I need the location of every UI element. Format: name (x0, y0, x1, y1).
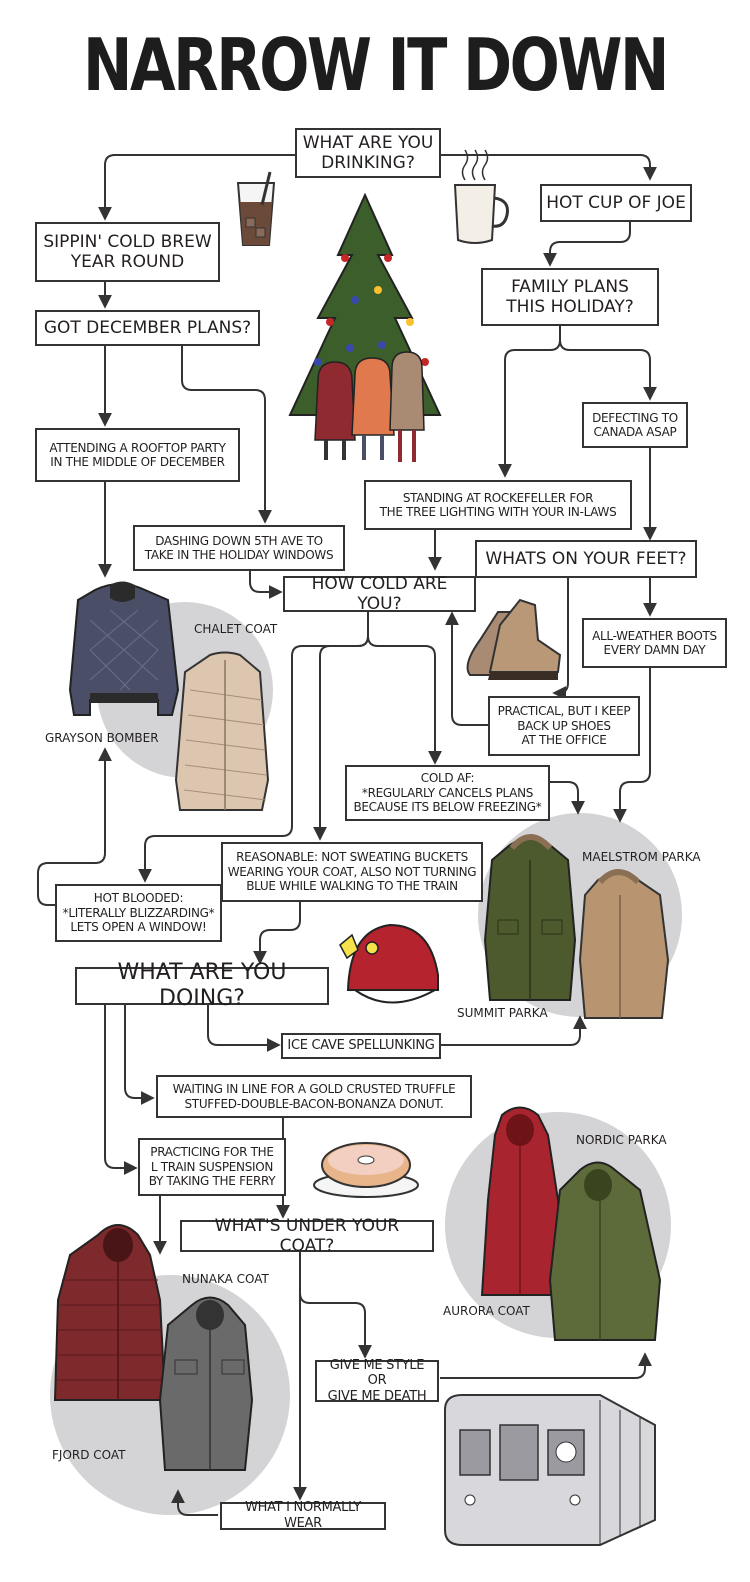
arrow-december-fifth (181, 346, 272, 524)
grayson-bomber-illustration (68, 581, 180, 716)
node-got-december-plans: GOT DECEMBER PLANS? (35, 310, 260, 346)
arrow-drinking-hotjoe (440, 154, 657, 181)
node-sippin-cold-brew: SIPPIN' COLD BREW YEAR ROUND (35, 222, 220, 282)
node-hot-blooded: HOT BLOODED: *LITERALLY BLIZZARDING* LET… (55, 884, 222, 942)
arrow-feet-practical (552, 578, 569, 700)
arrow-howcold-hotblooded (138, 612, 369, 883)
subway-train-icon (444, 1394, 656, 1546)
arrow-howcold-coldaf (367, 612, 442, 765)
coat-label-summit: SUMMIT PARKA (457, 1006, 548, 1020)
node-what-are-you-drinking: WHAT ARE YOU DRINKING? (295, 128, 441, 178)
node-label: WHATS ON YOUR FEET? (485, 548, 687, 569)
arrow-style-aurora (440, 1352, 652, 1379)
node-label: WAITING IN LINE FOR A GOLD CRUSTED TRUFF… (172, 1082, 456, 1111)
arrow-drinking-coldbrew (98, 154, 295, 221)
coat-label-grayson: GRAYSON BOMBER (45, 731, 159, 745)
christmas-tree-icon (288, 192, 442, 462)
page-title: NARROW IT DOWN (83, 23, 669, 107)
summit-parka-illustration (578, 869, 670, 1019)
arrow-doing-ferry (104, 1005, 138, 1175)
node-label: ATTENDING A ROOFTOP PARTY IN THE MIDDLE … (49, 440, 226, 469)
node-rockefeller: STANDING AT ROCKEFELLER FOR THE TREE LIG… (364, 480, 632, 530)
arrow-family-rockefeller (498, 326, 561, 478)
node-reasonable: REASONABLE: NOT SWEATING BUCKETS WEARING… (221, 842, 483, 902)
arrow-boots-maelstrom (613, 668, 651, 823)
node-rooftop-party: ATTENDING A ROOFTOP PARTY IN THE MIDDLE … (35, 428, 240, 482)
arrow-icecave-summit (440, 1015, 587, 1046)
coat-label-nordic: NORDIC PARKA (576, 1133, 667, 1147)
arrow-fifth-howcold (249, 570, 283, 599)
coat-label-maelstrom: MAELSTROM PARKA (582, 850, 701, 864)
arrow-family-canada (559, 326, 657, 401)
node-label: WHAT ARE YOU DRINKING? (302, 132, 434, 173)
node-ice-cave: ICE CAVE SPELLUNKING (281, 1033, 441, 1059)
node-label: ICE CAVE SPELLUNKING (287, 1038, 435, 1054)
node-family-plans: FAMILY PLANS THIS HOLIDAY? (481, 268, 659, 326)
node-label: HOW COLD ARE YOU? (311, 573, 448, 614)
chalet-coat-illustration (174, 651, 270, 811)
node-label: STANDING AT ROCKEFELLER FOR THE TREE LIG… (379, 490, 617, 519)
arrow-normal-fjord (171, 1489, 218, 1516)
node-label: GIVE ME STYLE OR GIVE ME DEATH (327, 1357, 427, 1404)
node-defecting-canada: DEFECTING TO CANADA ASAP (582, 402, 688, 448)
arrow-hotblooded-bomber (37, 747, 112, 906)
arrow-undercoat-style (299, 1252, 372, 1359)
node-label: REASONABLE: NOT SWEATING BUCKETS WEARING… (227, 850, 477, 894)
arrow-practical-howcold (445, 611, 488, 726)
node-cold-af: COLD AF: *REGULARLY CANCELS PLANS BECAUS… (345, 765, 550, 821)
node-label: WHAT I NORMALLY WEAR (245, 1500, 361, 1531)
node-hot-cup-of-joe: HOT CUP OF JOE (540, 184, 692, 222)
coat-label-fjord: FJORD COAT (52, 1448, 126, 1462)
node-label: SIPPIN' COLD BREW YEAR ROUND (43, 231, 212, 272)
node-what-are-you-doing: WHAT ARE YOU DOING? (75, 960, 329, 1011)
donut-icon (313, 1142, 419, 1198)
arrow-coldaf-maelstrom (548, 781, 585, 815)
node-label: HOT CUP OF JOE (546, 192, 686, 213)
node-how-cold: HOW COLD ARE YOU? (283, 573, 476, 614)
node-practical-shoes: PRACTICAL, BUT I KEEP BACK UP SHOES AT T… (488, 696, 640, 756)
node-style-or-death: GIVE ME STYLE OR GIVE ME DEATH (315, 1357, 439, 1404)
node-what-i-normally-wear: WHAT I NORMALLY WEAR (220, 1500, 386, 1531)
node-whats-under-your-coat: WHAT'S UNDER YOUR COAT? (180, 1216, 434, 1256)
node-label: DEFECTING TO CANADA ASAP (592, 410, 678, 439)
arrow-doing-donut (124, 1005, 155, 1105)
nunaka-coat-illustration (53, 1224, 167, 1401)
arrow-doing-icecave (207, 1005, 281, 1052)
hot-coffee-icon (453, 149, 509, 244)
boots-icon (466, 598, 562, 680)
node-label: DASHING DOWN 5TH AVE TO TAKE IN THE HOLI… (144, 533, 334, 562)
helmet-icon (339, 923, 439, 1004)
node-whats-on-your-feet: WHATS ON YOUR FEET? (475, 540, 697, 578)
coat-label-aurora: AURORA COAT (443, 1304, 530, 1318)
node-label: GOT DECEMBER PLANS? (43, 317, 252, 338)
coat-label-chalet: CHALET COAT (194, 622, 278, 636)
coat-label-nunaka: NUNAKA COAT (182, 1272, 269, 1286)
node-donut-line: WAITING IN LINE FOR A GOLD CRUSTED TRUFF… (156, 1075, 472, 1118)
nordic-parka-illustration (480, 1106, 567, 1296)
node-ferry: PRACTICING FOR THE L TRAIN SUSPENSION BY… (138, 1138, 286, 1196)
arrow-reasonable-doing (253, 902, 301, 965)
node-label: PRACTICING FOR THE L TRAIN SUSPENSION BY… (148, 1145, 276, 1189)
node-label: PRACTICAL, BUT I KEEP BACK UP SHOES AT T… (497, 704, 631, 748)
node-label: COLD AF: *REGULARLY CANCELS PLANS BECAUS… (353, 771, 542, 815)
node-label: WHAT'S UNDER YOUR COAT? (214, 1215, 400, 1256)
node-all-weather-boots: ALL-WEATHER BOOTS EVERY DAMN DAY (582, 618, 727, 668)
aurora-coat-illustration (548, 1161, 662, 1341)
fjord-coat-illustration (158, 1296, 254, 1471)
node-label: WHAT ARE YOU DOING? (117, 959, 287, 1011)
arrow-hotjoe-family (543, 220, 631, 267)
node-fifth-ave: DASHING DOWN 5TH AVE TO TAKE IN THE HOLI… (133, 525, 345, 571)
maelstrom-parka-illustration (483, 834, 577, 1001)
node-label: ALL-WEATHER BOOTS EVERY DAMN DAY (592, 628, 717, 657)
iced-coffee-icon (236, 171, 276, 246)
node-label: HOT BLOODED: *LITERALLY BLIZZARDING* LET… (62, 891, 215, 935)
node-label: FAMILY PLANS THIS HOLIDAY? (506, 276, 634, 317)
